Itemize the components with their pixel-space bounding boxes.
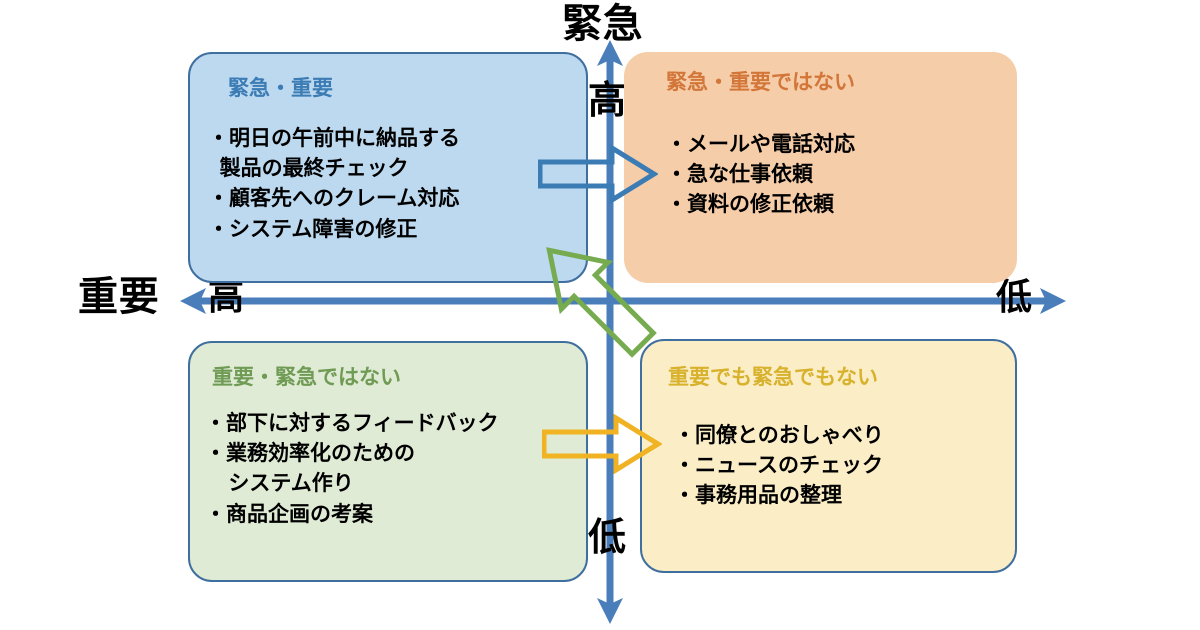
- quadrant-neither-list: ・同僚とのおしゃべり ・ニュースのチェック ・事務用品の整理: [674, 421, 884, 512]
- quadrant-important-not-urgent: 重要・緊急ではない ・部下に対するフィードバック ・業務効率化のための システム…: [188, 341, 588, 582]
- horizontal-axis-left-label: 高: [208, 276, 245, 317]
- list-item: ・システム障害の修正: [208, 217, 418, 241]
- quadrant-neither-title: 重要でも緊急でもない: [668, 366, 878, 389]
- quadrant-urgent-not-important: 緊急・重要ではない ・メールや電話対応 ・急な仕事依頼 ・資料の修正依頼: [624, 52, 1017, 283]
- list-item: ・事務用品の整理: [674, 484, 842, 508]
- horizontal-axis-arrow-right: [1040, 288, 1066, 314]
- list-item: ・部下に対するフィードバック: [205, 412, 499, 435]
- quadrant-urgent-important: 緊急・重要 ・明日の午前中に納品する 製品の最終チェック ・顧客先へのクレーム対…: [188, 52, 588, 283]
- horizontal-axis-right-label: 低: [996, 276, 1033, 317]
- list-item: ・資料の修正依頼: [666, 193, 834, 217]
- horizontal-axis-arrow-left: [180, 288, 206, 314]
- list-item: ・ニュースのチェック: [674, 454, 883, 478]
- list-item: ・急な仕事依頼: [666, 163, 813, 187]
- list-item: ・明日の午前中に納品する: [208, 127, 460, 150]
- vertical-axis-top-label: 高: [588, 80, 627, 122]
- quadrant-neither-important-nor-urgent: 重要でも緊急でもない ・同僚とのおしゃべり ・ニュースのチェック ・事務用品の整…: [640, 339, 1017, 573]
- horizontal-axis-title: 重要: [78, 275, 160, 319]
- vertical-axis-arrow-down: [597, 598, 623, 624]
- quadrant-urgent-not-important-title: 緊急・重要ではない: [666, 71, 855, 94]
- quadrant-urgent-important-list: ・明日の午前中に納品する 製品の最終チェック ・顧客先へのクレーム対応 ・システ…: [208, 124, 460, 245]
- list-item: ・商品企画の考案: [205, 502, 373, 526]
- list-item: 製品の最終チェック: [208, 157, 409, 181]
- list-item: ・顧客先へのクレーム対応: [208, 187, 460, 211]
- quadrant-important-not-urgent-title: 重要・緊急ではない: [212, 366, 401, 389]
- quadrant-urgent-not-important-list: ・メールや電話対応 ・急な仕事依頼 ・資料の修正依頼: [666, 130, 855, 221]
- vertical-axis-bottom-label: 低: [588, 517, 627, 559]
- list-item: システム作り: [205, 472, 354, 496]
- quadrant-urgent-important-title: 緊急・重要: [228, 77, 333, 100]
- list-item: ・メールや電話対応: [666, 133, 855, 156]
- quadrant-important-not-urgent-list: ・部下に対するフィードバック ・業務効率化のための システム作り ・商品企画の考…: [205, 409, 499, 530]
- list-item: ・同僚とのおしゃべり: [674, 424, 884, 447]
- list-item: ・業務効率化のための: [205, 442, 415, 466]
- vertical-axis-title: 緊急: [562, 2, 644, 46]
